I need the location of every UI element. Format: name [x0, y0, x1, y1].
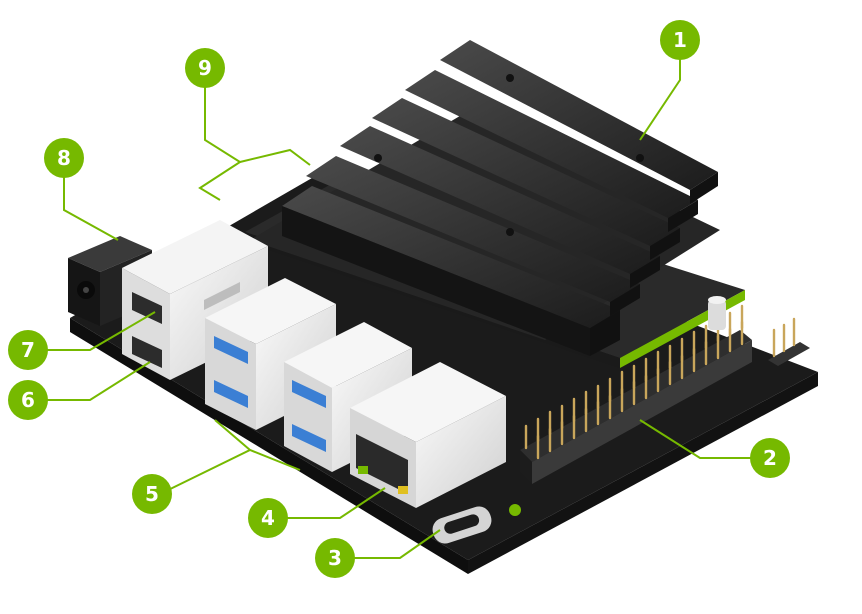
callout-4: 4 — [248, 498, 288, 538]
callout-9-line — [198, 84, 242, 201]
callout-1: 1 — [660, 20, 700, 60]
callout-9-branch — [239, 148, 311, 166]
callout-9: 9 — [185, 48, 225, 88]
ethernet-jack — [350, 362, 506, 508]
gpio-header — [520, 304, 752, 484]
callout-7-line — [40, 311, 156, 351]
callout-4-line — [282, 487, 386, 519]
callouts: 1 2 3 4 5 6 7 8 — [8, 20, 790, 578]
callout-1-line — [639, 52, 681, 141]
svg-text:6: 6 — [21, 388, 35, 412]
svg-text:2: 2 — [763, 446, 777, 470]
callout-8-line — [63, 176, 119, 241]
svg-text:7: 7 — [21, 338, 35, 362]
heatsink — [250, 40, 720, 356]
standoff — [708, 296, 726, 330]
svg-text:3: 3 — [328, 546, 342, 570]
svg-text:1: 1 — [673, 28, 687, 52]
callout-lines — [40, 52, 770, 559]
small-pin-header — [768, 317, 810, 366]
callout-5: 5 — [132, 474, 172, 514]
callout-7: 7 — [8, 330, 48, 370]
callout-8: 8 — [44, 138, 84, 178]
svg-text:5: 5 — [145, 482, 159, 506]
usb-c-port — [432, 506, 492, 544]
callout-3: 3 — [315, 538, 355, 578]
power-led — [509, 504, 521, 516]
callout-3-line — [352, 529, 441, 559]
callout-6: 6 — [8, 380, 48, 420]
callout-2: 2 — [750, 438, 790, 478]
svg-text:9: 9 — [198, 56, 212, 80]
svg-text:8: 8 — [57, 146, 71, 170]
callout-6-line — [40, 361, 151, 401]
svg-text:4: 4 — [261, 506, 275, 530]
callout-5-branch — [214, 419, 251, 451]
callout-2-line — [639, 419, 770, 459]
